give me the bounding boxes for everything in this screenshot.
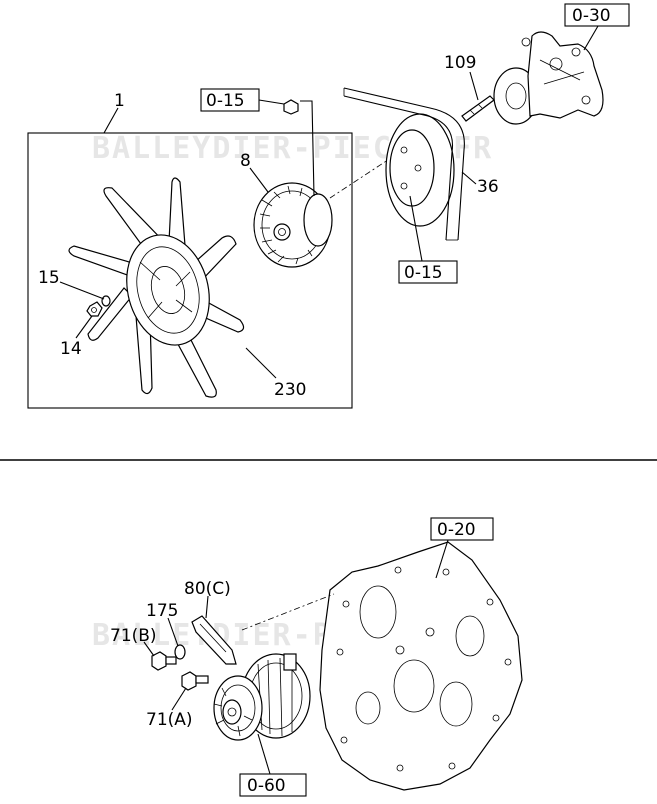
leader-0-20	[435, 539, 449, 579]
ref-0-15-lower: 0-15	[404, 263, 443, 283]
callout-80c: 80(C)	[184, 579, 231, 599]
leader-175	[167, 617, 179, 647]
nut-0-15	[283, 99, 299, 115]
leader-230	[245, 347, 277, 379]
leader-71a	[171, 687, 187, 711]
adjust-bracket-80c	[191, 615, 237, 665]
leader-109	[469, 71, 479, 101]
callout-14: 14	[60, 339, 82, 359]
v-belt-36	[343, 87, 465, 241]
callout-1: 1	[114, 91, 125, 111]
leader-8	[249, 167, 269, 193]
leader-80c	[205, 595, 209, 619]
centerline-alternator	[241, 593, 335, 631]
leader-1	[103, 107, 119, 134]
leader-71b	[143, 641, 155, 657]
bolt-71b	[151, 651, 177, 671]
leader-0-15-stud	[300, 100, 315, 197]
callout-71b: 71(B)	[110, 626, 157, 646]
ref-box-0-20	[430, 517, 494, 541]
fan-assembly-frame	[27, 132, 353, 409]
callout-15: 15	[38, 268, 60, 288]
ref-0-15-upper: 0-15	[206, 91, 245, 111]
nut-14	[86, 301, 103, 317]
leader-36	[461, 171, 477, 185]
water-pump	[493, 31, 604, 125]
leader-0-15-upper	[258, 99, 285, 105]
leader-0-60	[257, 733, 271, 775]
ref-0-20: 0-20	[437, 520, 476, 540]
washer-175	[174, 644, 186, 660]
washer-15	[101, 295, 111, 307]
leader-0-30	[583, 25, 599, 51]
ref-box-0-60	[239, 773, 307, 797]
fan-clutch-8	[253, 182, 333, 268]
ref-0-30: 0-30	[572, 6, 611, 26]
alternator	[213, 653, 311, 741]
callout-109: 109	[444, 53, 476, 73]
leader-15	[59, 281, 105, 300]
ref-box-0-15-lower	[398, 260, 458, 284]
cooling-fan	[68, 177, 245, 398]
ref-box-0-30	[564, 3, 630, 27]
callout-36: 36	[477, 177, 499, 197]
bolt-71a	[181, 671, 209, 691]
callout-175: 175	[146, 601, 178, 621]
callout-8: 8	[240, 151, 251, 171]
leader-0-15-lower	[409, 195, 423, 262]
pulley	[385, 113, 455, 227]
callout-71a: 71(A)	[146, 710, 193, 730]
timing-gear-case	[319, 541, 523, 791]
ref-0-60: 0-60	[247, 776, 286, 796]
callout-230: 230	[274, 380, 306, 400]
leader-14	[75, 315, 93, 339]
